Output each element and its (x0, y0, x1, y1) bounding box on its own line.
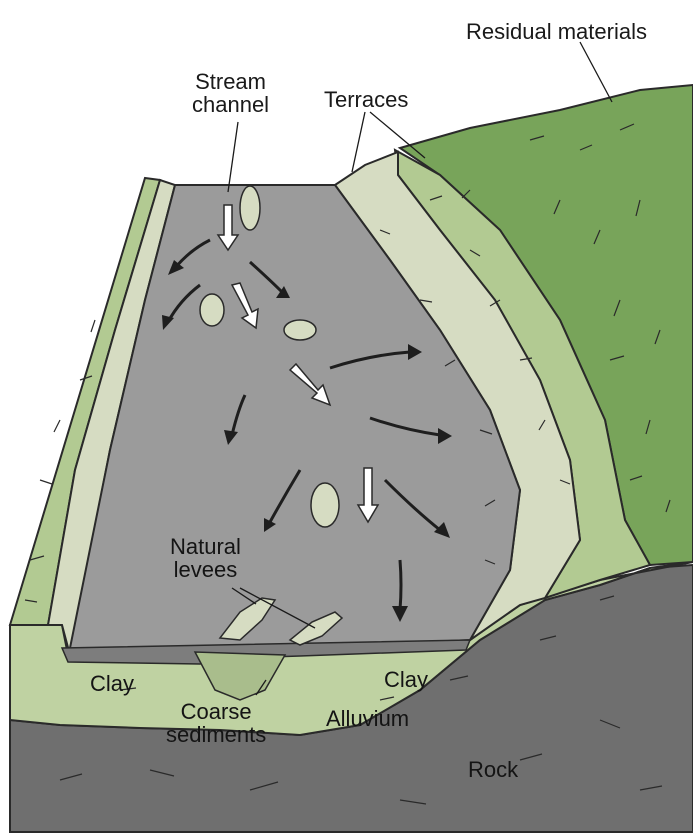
leader-residual (580, 42, 612, 102)
channel-bar (284, 320, 316, 340)
channel-bar (311, 483, 339, 527)
label-terraces: Terraces (324, 88, 408, 111)
label-alluvium: Alluvium (326, 707, 409, 730)
label-natural-levees-line1: Natural (170, 535, 241, 558)
leader-stream-channel (228, 122, 238, 192)
label-stream-channel: Stream channel (192, 70, 269, 116)
flood-arrow (400, 560, 401, 610)
label-natural-levees: Natural levees (170, 535, 241, 581)
label-coarse-sediments-line1: Coarse (166, 700, 266, 723)
channel-bar (200, 294, 224, 326)
label-residual-materials: Residual materials (466, 20, 647, 43)
label-clay-right: Clay (384, 668, 428, 691)
label-rock: Rock (468, 758, 518, 781)
channel-bar (240, 186, 260, 230)
label-stream-channel-line1: Stream (192, 70, 269, 93)
label-coarse-sediments: Coarse sediments (166, 700, 266, 746)
label-natural-levees-line2: levees (170, 558, 241, 581)
label-clay-left: Clay (90, 672, 134, 695)
label-stream-channel-line2: channel (192, 93, 269, 116)
leader-terraces-left (352, 112, 365, 172)
label-coarse-sediments-line2: sediments (166, 723, 266, 746)
